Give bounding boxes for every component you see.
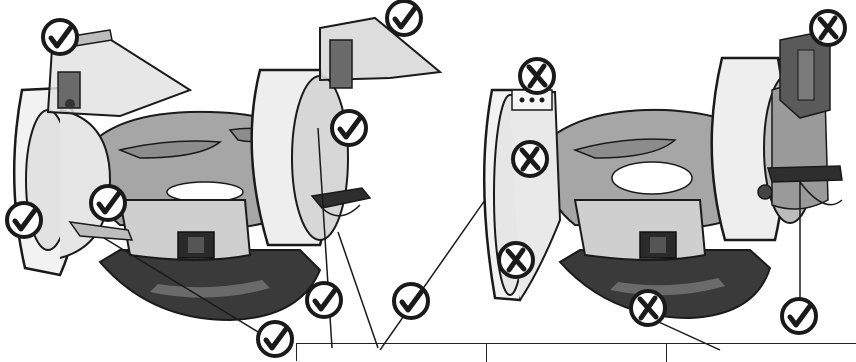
bottom-table [296, 343, 856, 361]
cross-icon [811, 11, 845, 45]
cross-icon [520, 59, 554, 93]
cross-icon [631, 291, 665, 325]
check-icon [43, 20, 77, 54]
check-icon [307, 283, 341, 317]
check-icon [782, 299, 816, 333]
left-grinder [14, 18, 440, 348]
check-icon [394, 284, 428, 318]
check-icon [258, 322, 292, 356]
right-grinder [380, 30, 842, 350]
table-cell [487, 344, 667, 362]
table-cell [667, 344, 856, 362]
check-icon [91, 186, 125, 220]
table-cell [297, 344, 487, 362]
check-icon [387, 1, 421, 35]
check-icon [332, 111, 366, 145]
cross-icon [499, 243, 533, 277]
check-icon [7, 203, 41, 237]
cross-icon [513, 142, 547, 176]
